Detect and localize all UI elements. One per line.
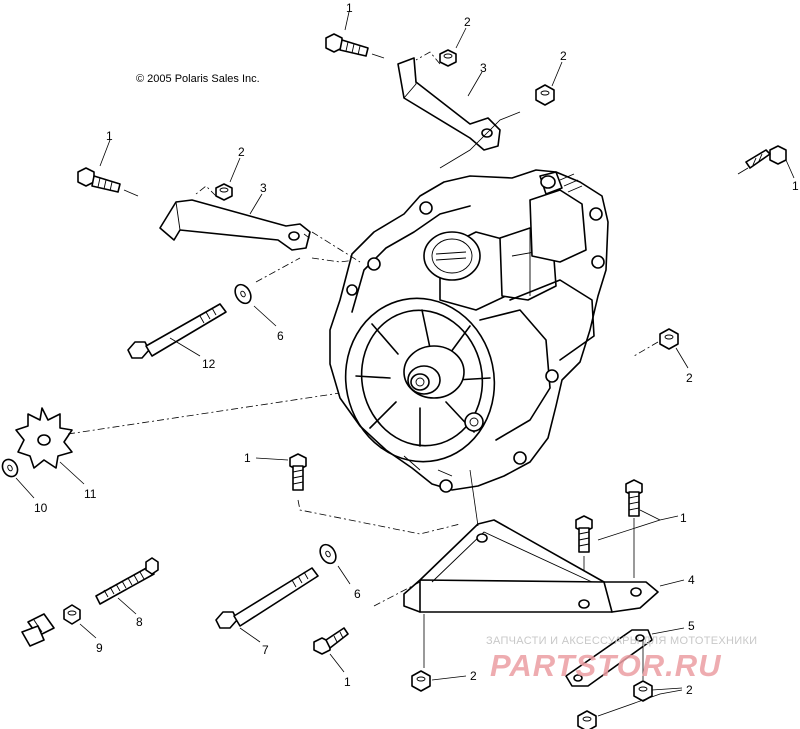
- drain-plug: [21, 613, 55, 647]
- callout-2-top: 2: [464, 15, 471, 29]
- stud-8: [95, 557, 159, 615]
- bolt-top: [325, 11, 385, 59]
- callout-12: 12: [202, 357, 216, 371]
- bolt-pair-right: [575, 479, 679, 612]
- nut-9: [63, 604, 97, 639]
- watermark-brand: PARTSTOR.RU: [490, 648, 722, 683]
- washer-upper: [234, 257, 301, 327]
- copyright-text: © 2005 Polaris Sales Inc.: [136, 73, 260, 85]
- callout-10: 10: [34, 501, 48, 515]
- shim-5: [565, 627, 685, 687]
- callout-9: 9: [96, 641, 103, 655]
- nuts-bottom-right: [577, 640, 683, 729]
- callout-2-right: 2: [686, 371, 693, 385]
- callout-4: 4: [688, 573, 695, 587]
- bracket-left: [159, 193, 371, 263]
- bolt-left: [77, 139, 139, 197]
- callout-6-upper: 6: [277, 329, 284, 343]
- watermark-tagline: ЗАПЧАСТИ И АКСЕССУАРЫ ДЛЯ МОТОТЕХНИКИ: [486, 635, 758, 647]
- callout-6-lower: 6: [354, 587, 361, 601]
- nut-right: [633, 328, 689, 369]
- callout-11: 11: [84, 487, 97, 501]
- washer-10: [1, 458, 35, 499]
- bolt-mid: [255, 453, 461, 535]
- mount-plate-4: [403, 469, 685, 668]
- gearcase-housing: [329, 169, 609, 493]
- callout-5: 5: [688, 619, 695, 633]
- nut-bottom: [411, 670, 467, 692]
- sprocket-11: [15, 407, 85, 485]
- callout-2-left: 2: [238, 145, 245, 159]
- callout-2-bottom: 2: [470, 669, 477, 683]
- callout-1-top: 1: [346, 1, 353, 15]
- bolt-right: [737, 145, 795, 179]
- callout-7: 7: [262, 643, 269, 657]
- callout-2-top-right: 2: [560, 49, 567, 63]
- callout-3-left: 3: [260, 181, 267, 195]
- callout-1-left: 1: [106, 129, 113, 143]
- callout-2-bottom-right: 2: [686, 683, 693, 697]
- callout-3-top: 3: [480, 61, 487, 75]
- callout-1-mid: 1: [244, 451, 251, 465]
- callout-1-bottom: 1: [344, 675, 351, 689]
- long-bolt-12: [127, 303, 227, 359]
- callout-1-pair: 1: [680, 511, 687, 525]
- long-bolt-7: [215, 567, 319, 643]
- bolt-bottom: [313, 627, 349, 673]
- washer-lower: [319, 543, 421, 607]
- nut-left: [195, 157, 241, 201]
- nut-top-right: [535, 61, 563, 106]
- callout-1-right: 1: [792, 179, 799, 193]
- nut-top: [415, 27, 467, 67]
- callout-8: 8: [136, 615, 143, 629]
